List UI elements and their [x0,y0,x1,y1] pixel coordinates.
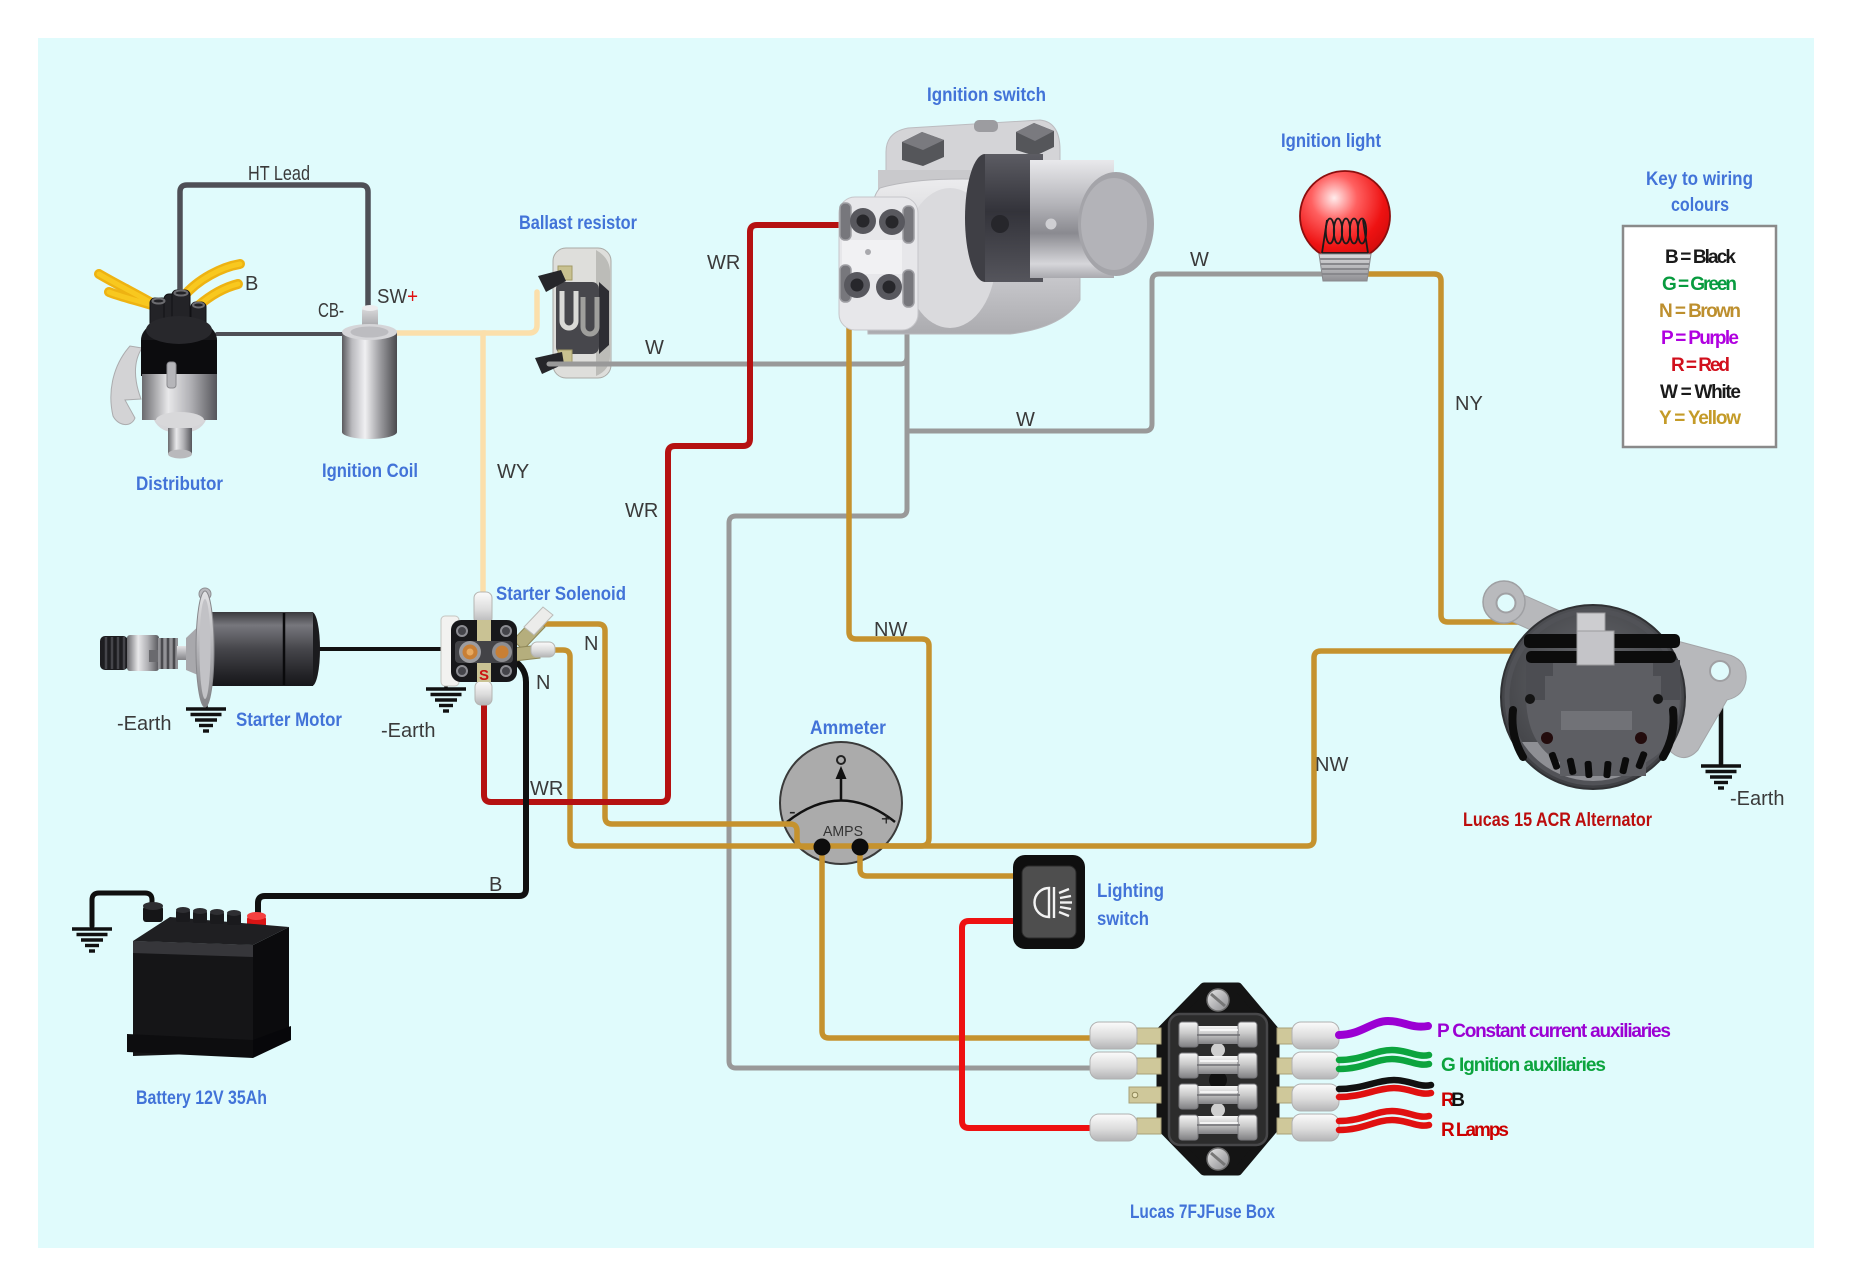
svg-text:HT Lead: HT Lead [248,163,310,185]
svg-text:Battery 12V 35Ah: Battery 12V 35Ah [136,1088,267,1109]
svg-text:AMPS: AMPS [823,823,863,840]
svg-text:S: S [479,667,489,684]
svg-text:G Ignition auxiliaries: G Ignition auxiliaries [1441,1055,1606,1076]
svg-text:-Earth: -Earth [381,720,435,742]
svg-text:SW+: SW+ [377,286,418,308]
svg-text:+: + [881,809,892,829]
svg-text:Lucas 7FJFuse Box: Lucas 7FJFuse Box [1130,1202,1275,1223]
svg-text:WR: WR [625,500,658,522]
svg-text:Starter Motor: Starter Motor [236,710,343,731]
svg-text:-Earth: -Earth [117,713,171,735]
svg-text:W: W [1190,249,1209,271]
svg-text:N = Brown: N = Brown [1659,301,1741,322]
svg-text:-Earth: -Earth [1730,788,1784,810]
svg-text:P = Purple: P = Purple [1661,328,1739,349]
svg-text:B = Black: B = Black [1665,247,1736,268]
svg-text:CB-: CB- [318,300,344,322]
svg-text:Ignition light: Ignition light [1281,131,1382,152]
svg-text:W: W [1016,409,1035,431]
svg-text:R = Red: R = Red [1671,355,1730,376]
svg-text:RB: RB [1441,1090,1465,1111]
svg-text:switch: switch [1097,909,1149,930]
svg-text:P Constant current auxiliaries: P Constant current auxiliaries [1437,1021,1671,1042]
svg-text:Lucas 15 ACR Alternator: Lucas 15 ACR Alternator [1463,810,1653,831]
svg-text:colours: colours [1671,195,1729,216]
svg-text:NW: NW [874,619,907,641]
svg-text:WY: WY [497,461,529,483]
svg-text:W: W [645,337,664,359]
svg-text:B: B [489,874,502,896]
svg-text:Lighting: Lighting [1097,881,1164,902]
svg-text:Key to wiring: Key to wiring [1646,169,1753,190]
svg-text:WR: WR [707,252,740,274]
svg-text:B: B [245,273,258,295]
svg-text:Ignition switch: Ignition switch [927,85,1046,106]
svg-text:Distributor: Distributor [136,474,224,495]
svg-text:G = Green: G = Green [1662,274,1737,295]
svg-text:Ignition Coil: Ignition Coil [322,461,418,482]
svg-text:Ammeter: Ammeter [810,718,887,739]
svg-text:Ballast resistor: Ballast resistor [519,213,638,234]
svg-text:W = White: W = White [1660,382,1741,403]
svg-text:-: - [789,801,796,823]
svg-text:Starter Solenoid: Starter Solenoid [496,584,626,605]
svg-text:WR: WR [530,778,563,800]
svg-text:NW: NW [1315,754,1348,776]
svg-text:N: N [536,672,550,694]
svg-text:Y = Yellow: Y = Yellow [1659,408,1741,429]
svg-text:R Lamps: R Lamps [1441,1120,1509,1141]
svg-text:NY: NY [1455,393,1483,415]
svg-text:N: N [584,633,598,655]
